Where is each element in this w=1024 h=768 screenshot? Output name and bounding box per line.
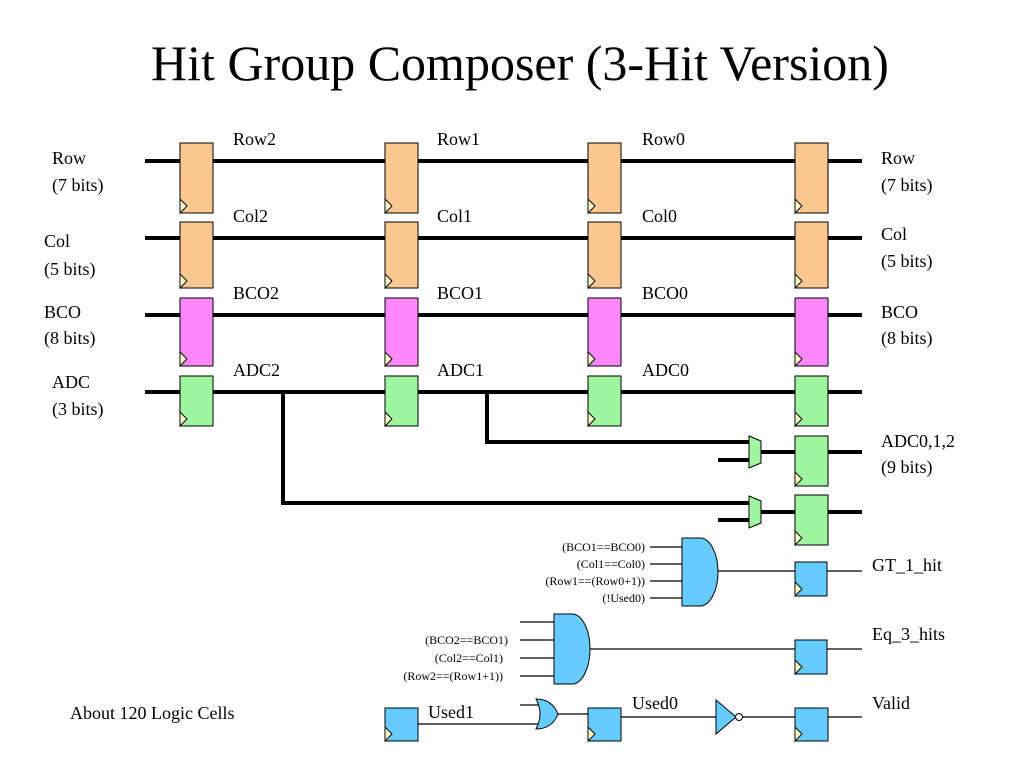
clock-icon bbox=[794, 470, 803, 488]
eq3-input-bco: (BCO2==BCO1) bbox=[425, 633, 508, 647]
clock-icon bbox=[587, 725, 596, 743]
output-adc012-name: ADC0,1,2 bbox=[881, 431, 955, 451]
gt1-input-row: (Row1==(Row0+1)) bbox=[545, 574, 645, 588]
clock-icon bbox=[384, 197, 393, 215]
clock-icon bbox=[794, 272, 803, 290]
gt1-input-bco: (BCO1==BCO0) bbox=[562, 540, 645, 554]
output-labels: Row (7 bits) Col (5 bits) BCO (8 bits) A… bbox=[881, 148, 955, 478]
label-col2: Col2 bbox=[233, 206, 268, 226]
label-bco0: BCO0 bbox=[642, 283, 688, 303]
stage-labels: Row2 Row1 Row0 Col2 Col1 Col0 BCO2 BCO1 … bbox=[233, 129, 689, 380]
clock-icon bbox=[794, 529, 803, 547]
bus-wires bbox=[145, 159, 862, 522]
label-bco2: BCO2 bbox=[233, 283, 279, 303]
clock-icon bbox=[384, 410, 393, 428]
output-bco-bits: (8 bits) bbox=[881, 328, 933, 349]
output-row-name: Row bbox=[881, 148, 915, 168]
clock-icon bbox=[794, 350, 803, 368]
bco2-register bbox=[179, 297, 214, 367]
clock-icon bbox=[384, 725, 393, 743]
adc2-tap-wire bbox=[281, 392, 750, 505]
and-gate-gt1-icon bbox=[681, 537, 719, 607]
clock-icon bbox=[587, 350, 596, 368]
row0-register bbox=[587, 142, 622, 214]
label-bco1: BCO1 bbox=[437, 283, 483, 303]
label-row0: Row0 bbox=[642, 129, 685, 149]
clock-icon bbox=[794, 197, 803, 215]
gt1-input-used0: (!Used0) bbox=[602, 591, 645, 605]
clock-icon bbox=[794, 725, 803, 743]
eq3-input-row: (Row2==(Row1+1)) bbox=[403, 669, 503, 683]
adc1-tap-wire bbox=[485, 392, 750, 444]
eq3-hits-label: Eq_3_hits bbox=[872, 624, 945, 644]
clock-icon bbox=[179, 197, 188, 215]
mux-icon bbox=[748, 495, 762, 529]
label-adc0: ADC0 bbox=[642, 360, 689, 380]
and-gate-eq3-icon bbox=[553, 613, 591, 685]
output-bco-name: BCO bbox=[881, 302, 918, 322]
used0-label: Used0 bbox=[632, 693, 678, 713]
label-adc1: ADC1 bbox=[437, 360, 484, 380]
col2-register bbox=[179, 221, 214, 289]
inverter-bubble-icon bbox=[735, 713, 743, 721]
input-row-bits: (7 bits) bbox=[52, 175, 104, 196]
register-stage-3 bbox=[179, 142, 214, 428]
valid-label: Valid bbox=[872, 693, 910, 713]
gt1-input-col: (Col1==Col0) bbox=[577, 557, 645, 571]
label-adc2: ADC2 bbox=[233, 360, 280, 380]
output-col-name: Col bbox=[881, 224, 907, 244]
input-bco-name: BCO bbox=[44, 302, 81, 322]
mux-icon bbox=[748, 435, 762, 469]
input-row-name: Row bbox=[52, 148, 86, 168]
col1-register bbox=[384, 221, 419, 289]
clock-icon bbox=[179, 350, 188, 368]
label-row2: Row2 bbox=[233, 129, 276, 149]
label-col1: Col1 bbox=[437, 206, 472, 226]
output-adc012-bits: (9 bits) bbox=[881, 457, 933, 478]
logic-labels: (BCO1==BCO0) (Col1==Col0) (Row1==(Row0+1… bbox=[70, 540, 945, 723]
row2-register bbox=[179, 142, 214, 214]
input-col-bits: (5 bits) bbox=[44, 259, 96, 280]
col0-register bbox=[587, 221, 622, 289]
input-labels: Row (7 bits) Col (5 bits) BCO (8 bits) A… bbox=[44, 148, 104, 420]
clock-icon bbox=[179, 272, 188, 290]
col-out-register bbox=[794, 221, 829, 289]
clock-icon bbox=[794, 580, 803, 598]
input-bco-bits: (8 bits) bbox=[44, 328, 96, 349]
clock-icon bbox=[587, 410, 596, 428]
clock-icon bbox=[179, 410, 188, 428]
bco0-register bbox=[587, 297, 622, 367]
logic-wires bbox=[418, 546, 862, 725]
label-row1: Row1 bbox=[437, 129, 480, 149]
bco-out-register bbox=[794, 297, 829, 367]
row1-register bbox=[384, 142, 419, 214]
register-stage-1 bbox=[587, 142, 622, 428]
input-adc-bits: (3 bits) bbox=[52, 399, 104, 420]
label-col0: Col0 bbox=[642, 206, 677, 226]
used1-register bbox=[384, 707, 419, 742]
input-adc-name: ADC bbox=[52, 372, 90, 392]
clock-icon bbox=[794, 658, 803, 676]
or-gate-icon bbox=[535, 698, 559, 730]
eq3-input-col: (Col2==Col1) bbox=[435, 651, 503, 665]
adc012-register-1 bbox=[794, 435, 829, 487]
output-col-bits: (5 bits) bbox=[881, 251, 933, 272]
clock-icon bbox=[587, 272, 596, 290]
row-out-register bbox=[794, 142, 829, 214]
register-output-stage bbox=[794, 142, 829, 547]
clock-icon bbox=[587, 197, 596, 215]
used1-label: Used1 bbox=[428, 702, 474, 722]
gt1-hit-label: GT_1_hit bbox=[872, 555, 942, 575]
register-stage-2 bbox=[384, 142, 419, 428]
logic-cells-note: About 120 Logic Cells bbox=[70, 703, 235, 723]
input-col-name: Col bbox=[44, 231, 70, 251]
clock-icon bbox=[794, 410, 803, 428]
bco1-register bbox=[384, 297, 419, 367]
inverter-icon bbox=[715, 698, 737, 736]
clock-icon bbox=[384, 350, 393, 368]
output-row-bits: (7 bits) bbox=[881, 175, 933, 196]
diagram-title: Hit Group Composer (3-Hit Version) bbox=[151, 35, 889, 91]
clock-icon bbox=[384, 272, 393, 290]
